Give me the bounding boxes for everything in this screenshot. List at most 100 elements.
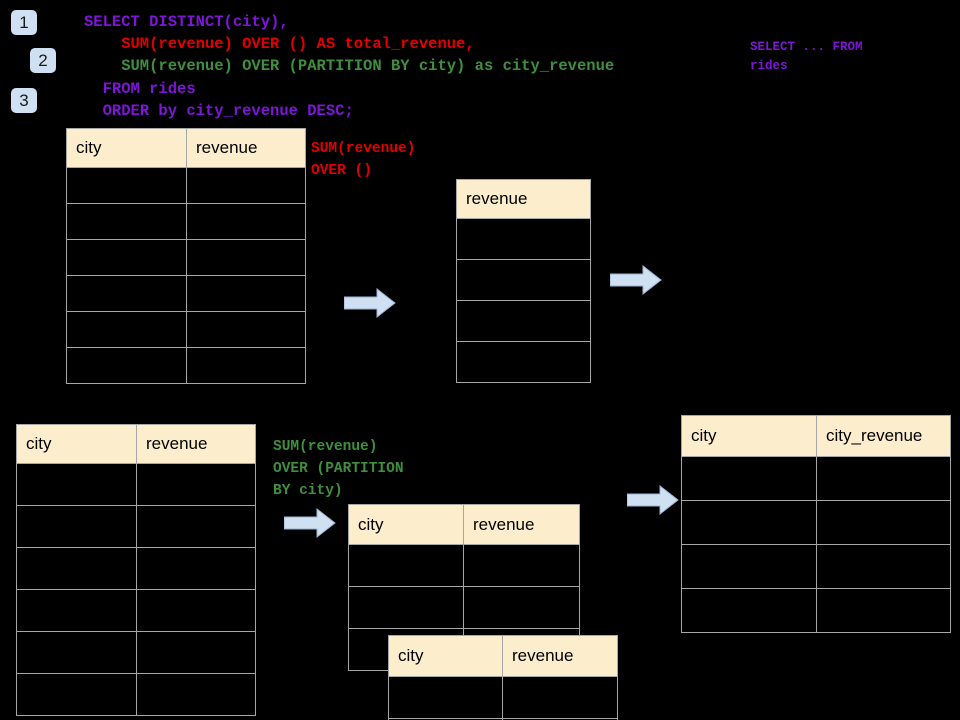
query-line-order-by: ORDER by city_revenue DESC;: [84, 102, 354, 120]
arrow-source-to-total: [344, 288, 396, 318]
table-row: [348, 544, 580, 587]
cell-revenue: [502, 676, 618, 719]
table-row: [681, 456, 951, 501]
cell-city-revenue: [816, 456, 951, 501]
arrow-partition-to-result: [627, 485, 679, 515]
cell-city: [681, 500, 817, 545]
cell-city: [348, 544, 464, 587]
table-row: [681, 500, 951, 545]
column-header-city: city: [16, 424, 137, 464]
column-header-city: city: [388, 635, 503, 677]
cell-city-revenue: [816, 544, 951, 589]
arrow-source-to-partition: [284, 508, 336, 538]
cell-city: [66, 203, 187, 240]
table-row: [66, 203, 306, 240]
column-header-revenue: revenue: [456, 179, 591, 219]
column-header-revenue: revenue: [463, 504, 580, 545]
cell-city: [66, 275, 187, 312]
table-row: [66, 167, 306, 204]
cell-revenue: [186, 203, 306, 240]
cell-revenue: [136, 505, 256, 548]
cell-revenue: [136, 547, 256, 590]
cell-revenue: [502, 718, 618, 720]
cell-city: [66, 167, 187, 204]
cell-city: [388, 676, 503, 719]
cell-revenue: [186, 347, 306, 384]
column-header-city: city: [348, 504, 464, 545]
cell-city: [66, 239, 187, 276]
cell-revenue: [456, 300, 591, 342]
table-row: [16, 589, 256, 632]
step-badge-3: 3: [11, 88, 37, 113]
column-header-city: city: [681, 415, 817, 457]
table-row: [681, 588, 951, 633]
query-line-from: FROM rides: [84, 80, 196, 98]
cell-city: [16, 505, 137, 548]
table-header-row: city revenue: [388, 635, 618, 677]
table-row: [348, 586, 580, 629]
table-row: [66, 347, 306, 384]
cell-revenue: [186, 167, 306, 204]
query-line-total-revenue: SUM(revenue) OVER () AS total_revenue,: [84, 35, 475, 53]
total-revenue-table: revenue: [456, 179, 591, 383]
partition-table-b: city revenue: [388, 635, 618, 720]
table-row: [16, 505, 256, 548]
table-row: [16, 463, 256, 506]
table-row: [456, 259, 591, 301]
result-table: city city_revenue: [681, 415, 951, 633]
side-note-line-2: rides: [750, 59, 788, 73]
cell-city: [681, 544, 817, 589]
cell-city: [16, 631, 137, 674]
cell-city: [66, 311, 187, 348]
annotation-sum-over-partition: SUM(revenue) OVER (PARTITION BY city): [273, 439, 404, 499]
column-header-city-revenue: city_revenue: [816, 415, 951, 457]
cell-revenue: [136, 673, 256, 716]
table-header-row: city city_revenue: [681, 415, 951, 457]
rides-source-table-top: city revenue: [66, 128, 306, 384]
column-header-revenue: revenue: [136, 424, 256, 464]
query-line-city-revenue: SUM(revenue) OVER (PARTITION BY city) as…: [84, 57, 615, 75]
table-row: [66, 275, 306, 312]
cell-revenue: [463, 586, 580, 629]
table-header-row: revenue: [456, 179, 591, 219]
cell-revenue: [186, 275, 306, 312]
cell-revenue: [456, 218, 591, 260]
table-row: [16, 673, 256, 716]
table-header-row: city revenue: [66, 128, 306, 168]
table-row: [388, 718, 618, 720]
cell-revenue: [136, 631, 256, 674]
column-header-revenue: revenue: [186, 128, 306, 168]
column-header-city: city: [66, 128, 187, 168]
table-row: [388, 676, 618, 719]
table-header-row: city revenue: [348, 504, 580, 545]
query-line-select: SELECT DISTINCT(city),: [84, 13, 289, 31]
table-row: [66, 239, 306, 276]
cell-revenue: [186, 239, 306, 276]
cell-revenue: [456, 259, 591, 301]
annotation-sum-over-empty: SUM(revenue) OVER (): [311, 141, 416, 179]
table-row: [16, 631, 256, 674]
table-row: [16, 547, 256, 590]
cell-city: [66, 347, 187, 384]
table-row: [456, 300, 591, 342]
table-row: [681, 544, 951, 589]
arrow-total-to-result: [610, 265, 662, 295]
side-note-line-1: SELECT ... FROM: [750, 40, 863, 54]
rides-source-table-bottom: city revenue: [16, 424, 256, 716]
cell-city-revenue: [816, 500, 951, 545]
cell-city-revenue: [816, 588, 951, 633]
table-row: [456, 218, 591, 260]
cell-city: [348, 586, 464, 629]
cell-revenue: [463, 544, 580, 587]
cell-revenue: [136, 589, 256, 632]
step-badge-2: 2: [30, 48, 56, 73]
table-row: [66, 311, 306, 348]
cell-revenue: [456, 341, 591, 383]
table-header-row: city revenue: [16, 424, 256, 464]
cell-city: [681, 588, 817, 633]
cell-city: [16, 673, 137, 716]
step-badge-1: 1: [11, 10, 37, 35]
column-header-revenue: revenue: [502, 635, 618, 677]
table-row: [456, 341, 591, 383]
